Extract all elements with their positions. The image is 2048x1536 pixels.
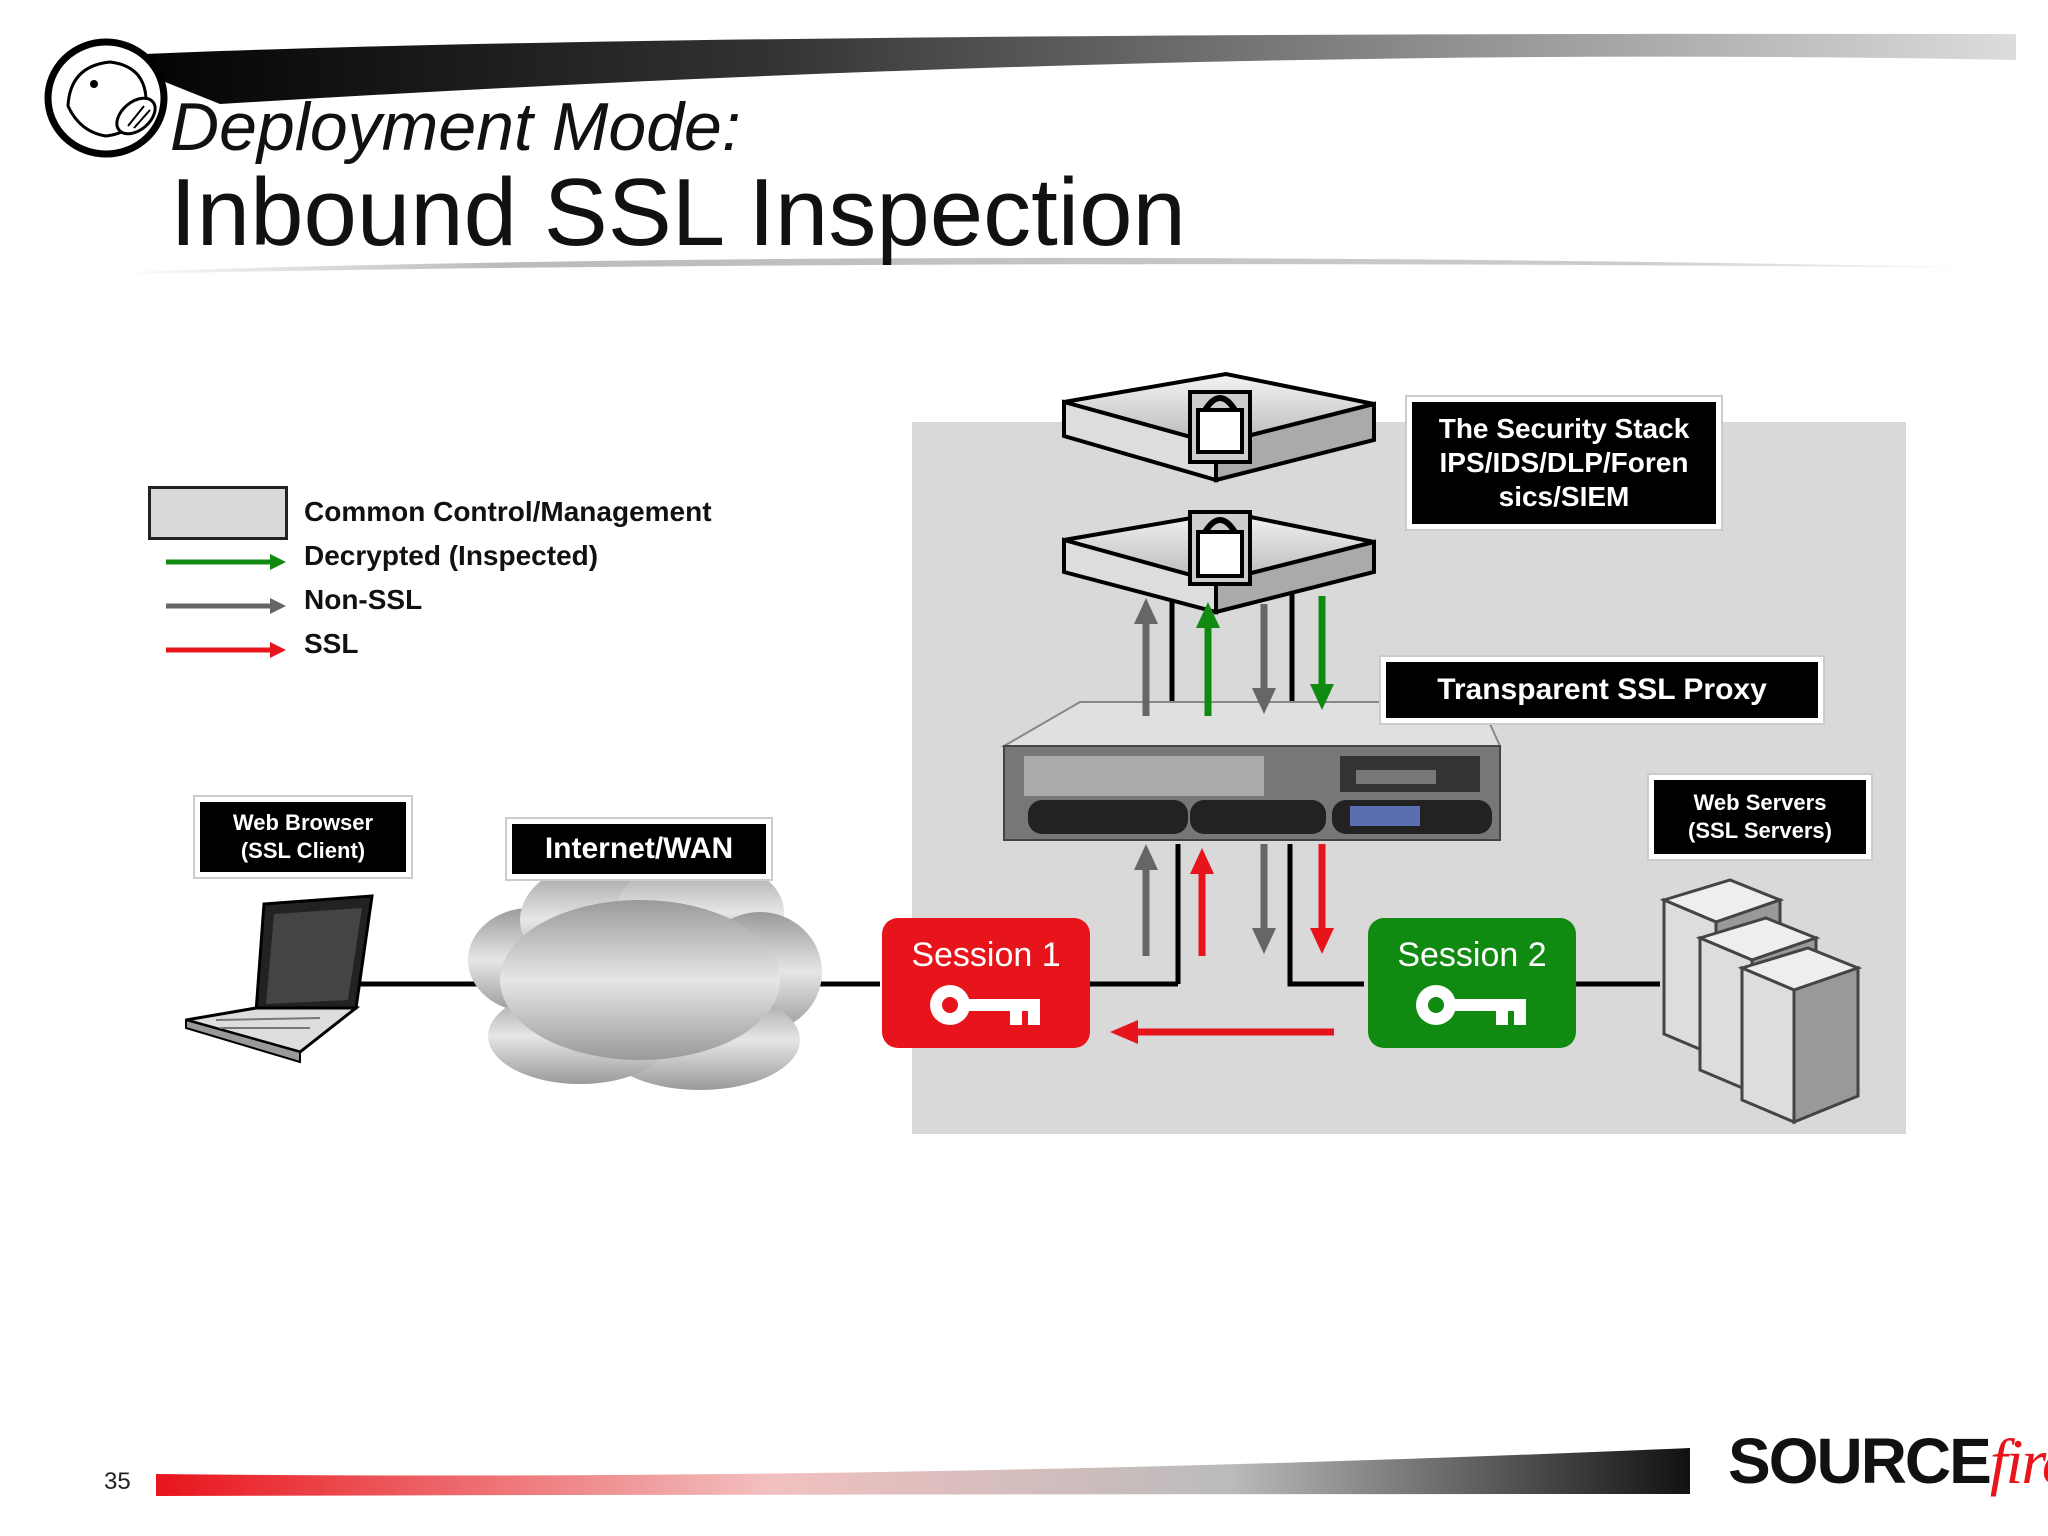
header-decoration — [100, 33, 2016, 274]
security-stack-line1: The Security Stack — [1438, 413, 1690, 444]
security-appliance-icon — [1062, 509, 1376, 615]
arrows-proxy-to-stack — [1134, 596, 1334, 716]
web-servers-line1: Web Servers — [1693, 790, 1827, 815]
ssl-proxy-appliance-icon — [1000, 701, 1502, 841]
logo-part2: fire — [1989, 1426, 2048, 1497]
key-icon — [930, 985, 1040, 1025]
footer-decoration — [156, 1448, 1690, 1496]
session2-box: Session 2 — [1368, 918, 1576, 1048]
page-number: 35 — [104, 1468, 131, 1495]
arrows-sessions-to-proxy — [1134, 844, 1334, 956]
legend-arrows — [166, 554, 286, 658]
security-stack-line3: sics/SIEM — [1498, 481, 1630, 512]
session2-label: Session 2 — [1397, 936, 1547, 974]
ssl-return-arrow — [1110, 1020, 1334, 1044]
slide-subtitle: Deployment Mode: — [170, 89, 741, 165]
connection-lines — [356, 594, 1660, 987]
ssl-proxy-label: Transparent SSL Proxy — [1386, 662, 1818, 718]
key-icon — [1416, 985, 1526, 1025]
security-stack-label: The Security Stack IPS/IDS/DLP/Foren sic… — [1412, 402, 1716, 524]
slide-title: Inbound SSL Inspection — [170, 159, 1186, 266]
internet-text: Internet/WAN — [544, 832, 734, 865]
internet-label: Internet/WAN — [512, 824, 766, 874]
server-rack-icon — [1659, 878, 1863, 1125]
legend-label-nonssl: Non-SSL — [304, 584, 423, 615]
internet-cloud-icon — [468, 858, 822, 1090]
legend-box-swatch — [148, 486, 288, 540]
ssl-proxy-text: Transparent SSL Proxy — [1437, 673, 1767, 706]
session1-box: Session 1 — [882, 918, 1090, 1048]
web-browser-label: Web Browser (SSL Client) — [200, 802, 406, 872]
pig-logo-icon — [44, 38, 168, 158]
logo-part1: SOURCE — [1728, 1425, 1992, 1497]
security-appliance-icon — [1062, 371, 1376, 483]
session1-label: Session 1 — [911, 936, 1061, 974]
web-browser-line1: Web Browser — [232, 810, 374, 835]
web-servers-label: Web Servers (SSL Servers) — [1654, 780, 1866, 854]
web-servers-line2: (SSL Servers) — [1688, 818, 1832, 843]
security-stack-line2: IPS/IDS/DLP/Foren — [1439, 447, 1689, 478]
laptop-icon — [185, 894, 374, 1064]
legend-label-ssl: SSL — [304, 628, 359, 659]
sourcefire-logo: SOURCEfire® — [1728, 1424, 2048, 1499]
web-browser-line2: (SSL Client) — [240, 838, 366, 863]
legend-label-common: Common Control/Management — [304, 496, 712, 527]
legend-label-decrypted: Decrypted (Inspected) — [304, 540, 599, 571]
